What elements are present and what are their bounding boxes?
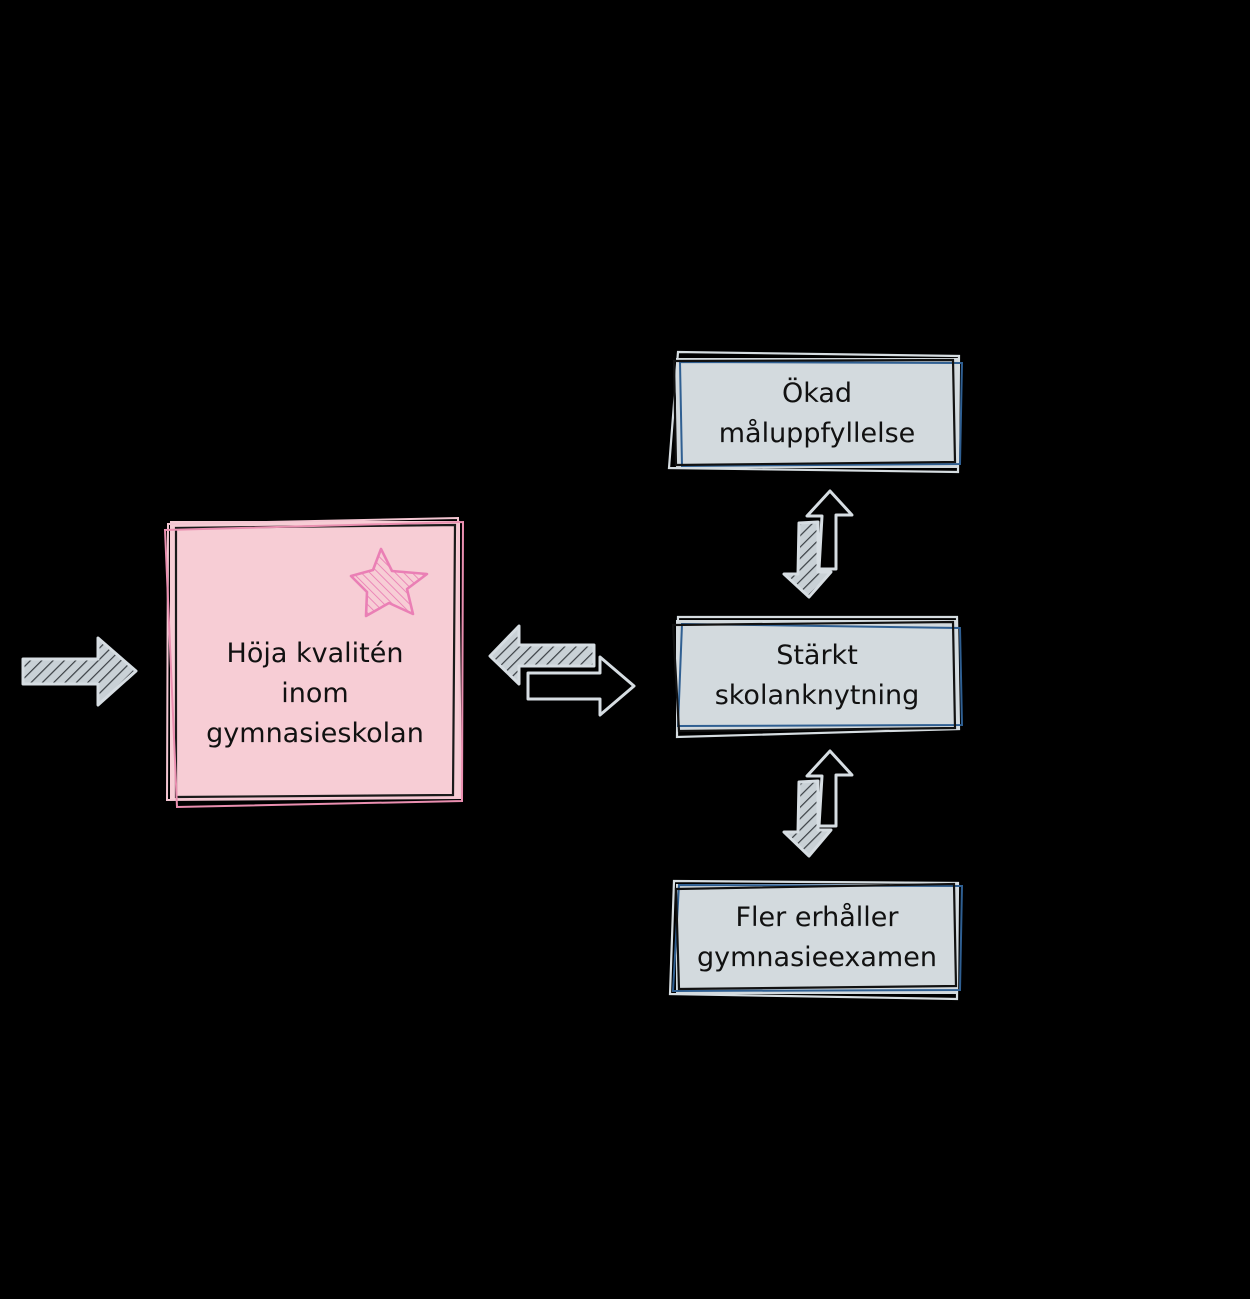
input-arrow-icon [21, 636, 138, 707]
star-icon [349, 547, 429, 618]
outcome-box-school-attachment [671, 615, 964, 739]
main-box [163, 516, 465, 809]
outcome-box-diploma [668, 879, 964, 1001]
goal-fulfillment-label: Ökad måluppfyllelse [718, 378, 916, 449]
main-box-label: Höja kvalitén inom gymnasieskolan [206, 638, 424, 749]
bidirectional-vertical-arrow-icon-lower [782, 749, 854, 858]
school-attachment-label: Stärkt skolanknytning [714, 640, 920, 711]
diploma-label: Fler erhåller gymnasieexamen [697, 902, 937, 973]
bidirectional-arrow-icon [488, 624, 636, 717]
bidirectional-vertical-arrow-icon [782, 489, 854, 599]
outcome-box-goal-fulfillment [667, 350, 964, 474]
